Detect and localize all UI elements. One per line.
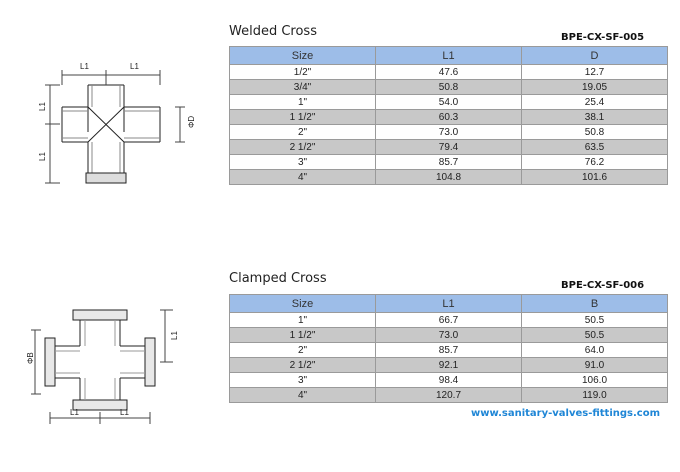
clamped-cross-code: BPE-CX-SF-006 [561,280,645,291]
welded-l1-label-top-right: L1 [130,62,139,71]
d-cell: 38.1 [521,109,668,125]
l1-cell: 92.1 [375,357,522,373]
l1-cell: 85.7 [375,154,522,170]
l1-cell: 120.7 [375,387,522,403]
l1-cell: 104.8 [375,169,522,185]
l1-cell: 85.7 [375,342,522,358]
l1-cell: 98.4 [375,372,522,388]
size-cell: 3" [229,372,376,388]
size-cell: 2 1/2" [229,357,376,373]
welded-cross-drawing: L1 L1 L1 L1 ΦD [30,55,200,195]
l1-cell: 79.4 [375,139,522,155]
size-cell: 4" [229,169,376,185]
clamped-cross-title: Clamped Cross [229,271,327,286]
d-cell: 25.4 [521,94,668,110]
d-cell: 19.05 [521,79,668,95]
b-cell: 91.0 [521,357,668,373]
welded-cross-title: Welded Cross [229,24,317,39]
size-cell: 1" [229,94,376,110]
size-cell: 2" [229,342,376,358]
size-cell: 1 1/2" [229,109,376,125]
b-cell: 50.5 [521,312,668,328]
table-header-row: Size L1 B [229,294,668,313]
b-header: B [521,294,668,313]
d-cell: 50.8 [521,124,668,140]
size-cell: 1 1/2" [229,327,376,343]
size-cell: 3" [229,154,376,170]
welded-cross-code: BPE-CX-SF-005 [561,32,645,43]
size-cell: 3/4" [229,79,376,95]
clamped-l1-label-bottom-left: L1 [70,408,79,417]
b-cell: 119.0 [521,387,668,403]
clamped-cross-drawing: ΦB L1 L1 L1 [25,290,200,430]
welded-d-label: ΦD [187,116,196,128]
l1-cell: 54.0 [375,94,522,110]
d-header: D [521,46,668,65]
size-cell: 4" [229,387,376,403]
d-cell: 63.5 [521,139,668,155]
size-cell: 1" [229,312,376,328]
size-cell: 2 1/2" [229,139,376,155]
size-header: Size [229,294,376,313]
l1-cell: 73.0 [375,124,522,140]
b-cell: 50.5 [521,327,668,343]
l1-header: L1 [375,46,522,65]
size-cell: 2" [229,124,376,140]
website-link[interactable]: www.sanitary-valves-fittings.com [471,408,660,419]
size-header: Size [229,46,376,65]
clamped-b-label: ΦB [26,352,35,364]
welded-l1-label-left-lower: L1 [38,152,47,161]
table-header-row: Size L1 D [229,46,668,65]
d-cell: 12.7 [521,64,668,80]
welded-l1-label-left-upper: L1 [38,102,47,111]
clamped-l1-label-bottom-right: L1 [120,408,129,417]
l1-cell: 60.3 [375,109,522,125]
l1-header: L1 [375,294,522,313]
welded-l1-label-top-left: L1 [80,62,89,71]
b-cell: 106.0 [521,372,668,388]
clamped-l1-label-right: L1 [170,331,179,340]
d-cell: 76.2 [521,154,668,170]
l1-cell: 50.8 [375,79,522,95]
size-cell: 1/2" [229,64,376,80]
b-cell: 64.0 [521,342,668,358]
l1-cell: 73.0 [375,327,522,343]
l1-cell: 66.7 [375,312,522,328]
l1-cell: 47.6 [375,64,522,80]
d-cell: 101.6 [521,169,668,185]
